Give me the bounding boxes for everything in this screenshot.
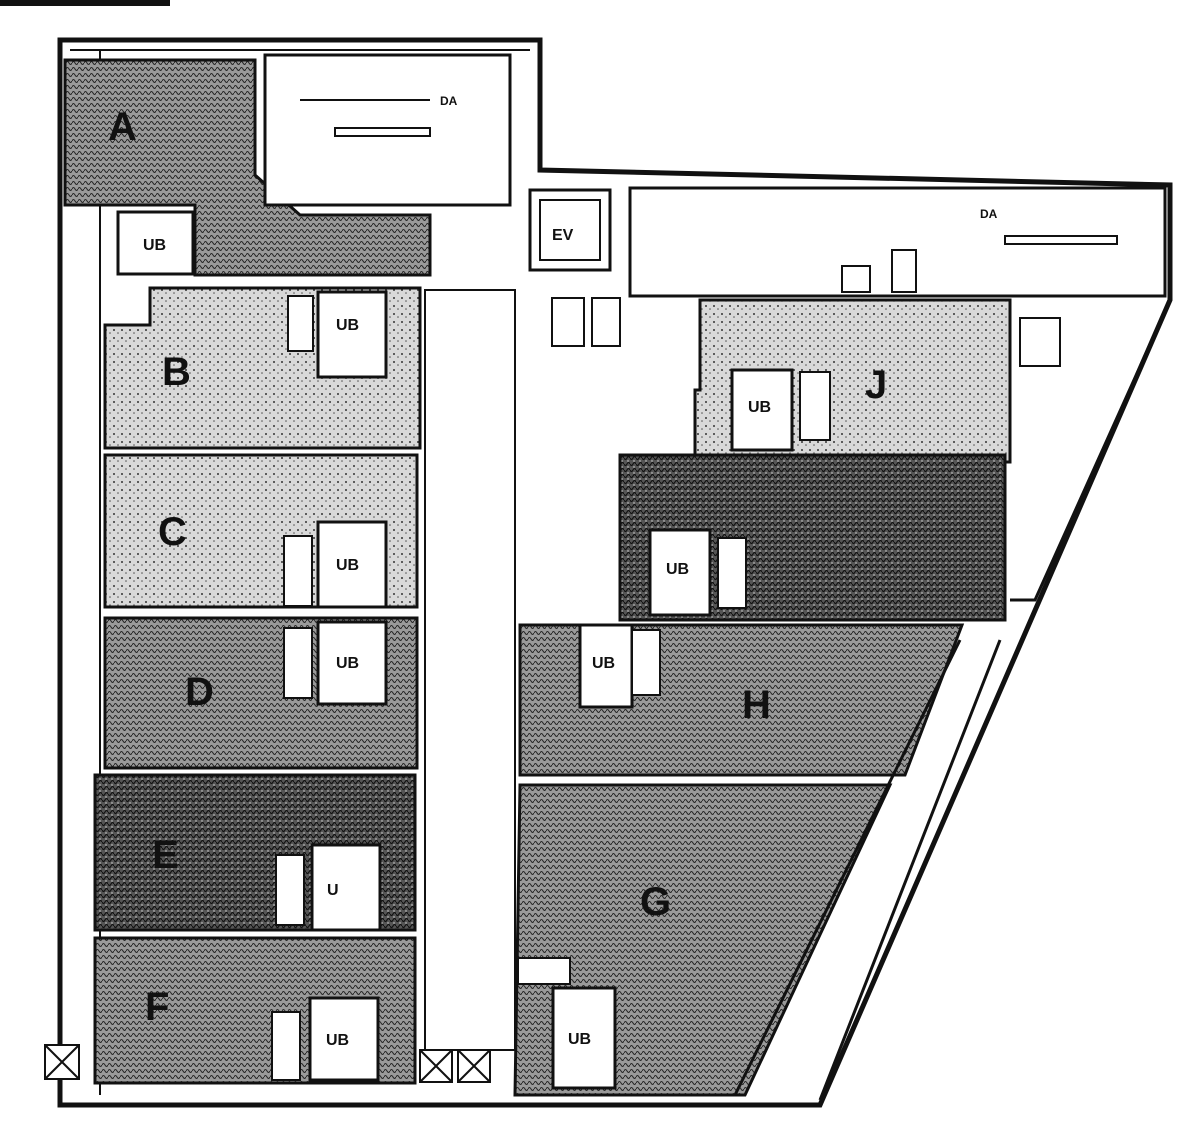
room-label: F	[145, 985, 169, 1029]
unit-j: UB J	[693, 298, 1061, 464]
room-label: B	[162, 350, 191, 394]
fixture-label: EV	[552, 227, 574, 244]
room-label: A	[108, 105, 137, 149]
fixture-label: DA	[440, 94, 458, 108]
central-corridor	[424, 289, 516, 1051]
room-label: D	[185, 670, 214, 714]
room-label: C	[158, 510, 187, 554]
fixture-label: U	[327, 882, 339, 899]
unit-d: UB D	[103, 616, 419, 770]
elevator-core: EV	[528, 188, 621, 347]
fixture-label: UB	[336, 655, 359, 672]
unit-h: UB H	[518, 623, 965, 777]
fixture-label: DA	[980, 207, 998, 221]
fixture-label: UB	[592, 655, 615, 672]
scan-corner-mark	[0, 0, 170, 6]
fixture-label: UB	[143, 237, 166, 254]
fixture-label: UB	[748, 399, 771, 416]
unit-c: UB C	[103, 453, 419, 609]
room-label: H	[742, 683, 771, 727]
fixture-label: UB	[326, 1032, 349, 1049]
unit-a: DA UB A	[63, 53, 512, 277]
upper-right-hall: DA	[628, 186, 1167, 298]
room-label: E	[152, 833, 179, 877]
unit-b: UB B	[103, 286, 422, 450]
fixture-label: UB	[336, 557, 359, 574]
unit-g: UB G	[513, 783, 893, 1097]
room-label: J	[865, 363, 887, 407]
unit-e: U E	[93, 773, 417, 932]
exterior-walkway	[733, 299, 1172, 1101]
room-label: G	[640, 880, 671, 924]
bath-unit	[116, 210, 195, 276]
fixture-label: UB	[568, 1031, 591, 1048]
fixture-label: UB	[336, 317, 359, 334]
unit-f: UB F	[44, 936, 491, 1085]
fixture-label: UB	[666, 561, 689, 578]
unit-i: UB	[618, 453, 1007, 622]
